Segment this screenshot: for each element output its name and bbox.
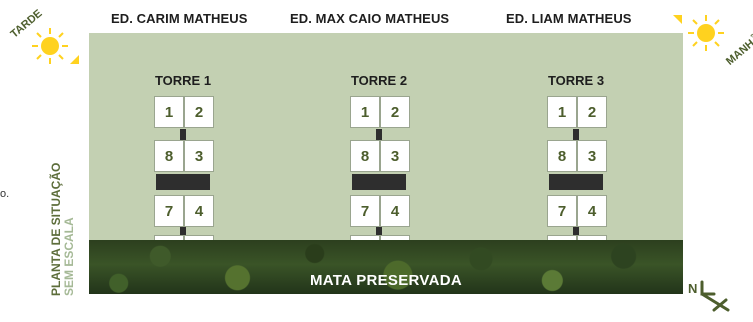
core-central [156, 174, 210, 190]
unit-4: 4 [577, 195, 607, 227]
north-arrow-icon: N [688, 280, 730, 312]
unit-4: 4 [380, 195, 410, 227]
site-plan-label: PLANTA DE SITUAÇÃO SEM ESCALA [49, 163, 76, 296]
unit-7: 7 [350, 195, 380, 227]
unit-1: 1 [154, 96, 184, 128]
building-name-3: ED. LIAM MATHEUS [506, 11, 632, 26]
core-upper [376, 129, 382, 145]
arrow-down-right-icon [70, 55, 79, 64]
unit-2: 2 [380, 96, 410, 128]
tower-title-1: TORRE 1 [154, 73, 212, 88]
arrow-down-right-icon [673, 15, 682, 24]
unit-3: 3 [380, 140, 410, 172]
core-central [352, 174, 406, 190]
unit-4: 4 [184, 195, 214, 227]
core-lower [180, 220, 186, 236]
morning-label: MANHÃ [723, 32, 753, 68]
unit-1: 1 [350, 96, 380, 128]
stray-text: o. [0, 188, 10, 200]
unit-8: 8 [350, 140, 380, 172]
unit-3: 3 [184, 140, 214, 172]
tower-title-2: TORRE 2 [350, 73, 408, 88]
unit-3: 3 [577, 140, 607, 172]
forest-label: MATA PRESERVADA [309, 272, 462, 289]
unit-7: 7 [547, 195, 577, 227]
core-upper [573, 129, 579, 145]
no-scale-label: SEM ESCALA [62, 217, 76, 296]
north-label: N [688, 281, 697, 296]
preserved-forest-area: MATA PRESERVADA [89, 240, 683, 294]
core-lower [573, 220, 579, 236]
unit-1: 1 [547, 96, 577, 128]
core-upper [180, 129, 186, 145]
unit-8: 8 [154, 140, 184, 172]
sun-icon [688, 15, 724, 51]
unit-2: 2 [577, 96, 607, 128]
tower-title-3: TORRE 3 [547, 73, 605, 88]
building-name-2: ED. MAX CAIO MATHEUS [290, 11, 450, 26]
sun-icon [32, 28, 68, 64]
core-lower [376, 220, 382, 236]
unit-7: 7 [154, 195, 184, 227]
unit-8: 8 [547, 140, 577, 172]
unit-2: 2 [184, 96, 214, 128]
tower-3-footprint: 1 2 8 3 7 4 6 5 [545, 92, 607, 268]
site-plan-area: TORRE 1 TORRE 2 TORRE 3 1 2 8 3 7 4 6 5 … [89, 33, 683, 267]
building-name-1: ED. CARIM MATHEUS [111, 11, 248, 26]
core-central [549, 174, 603, 190]
